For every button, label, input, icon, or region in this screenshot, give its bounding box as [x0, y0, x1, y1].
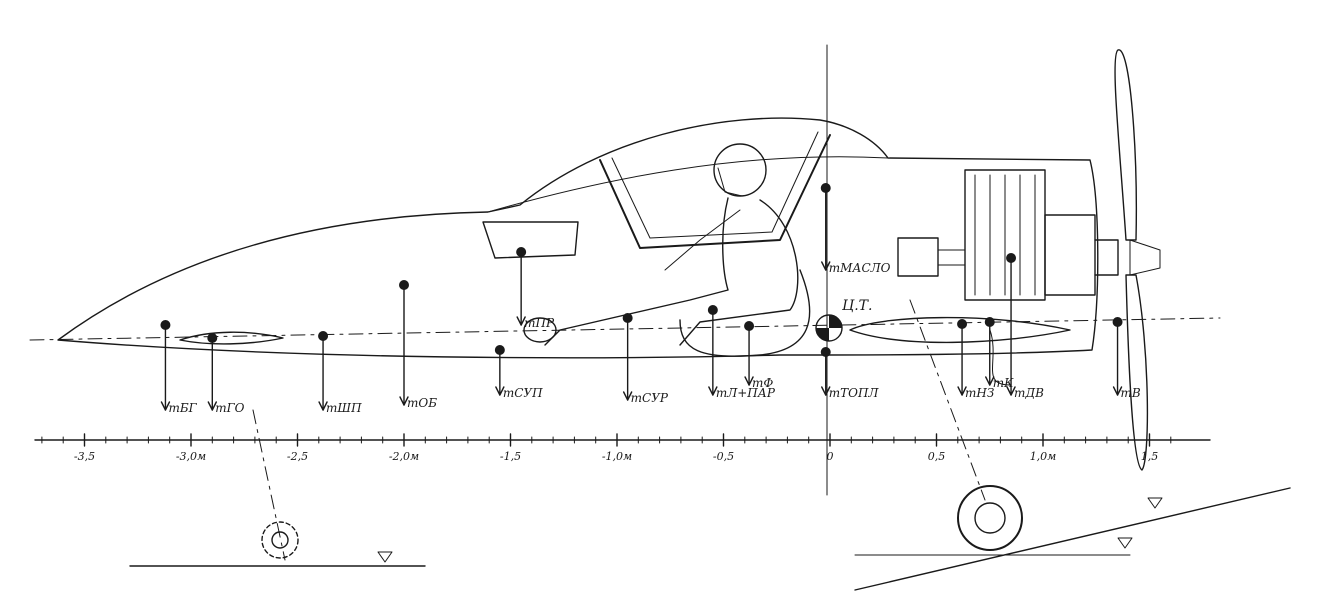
- mass-arrow-head: [821, 386, 831, 396]
- scale-tick-label: -3,5: [74, 450, 95, 463]
- mass-label: mНЗ: [965, 386, 994, 400]
- scale-tick-label: -2,5: [287, 450, 308, 463]
- scale-tick-label: -2,0м: [389, 450, 419, 463]
- mass-marker-msup: mСУП: [494, 345, 543, 400]
- mass-label: mПР: [524, 316, 555, 330]
- fuselage-outline: [57, 117, 1099, 359]
- tail-section: [179, 331, 284, 345]
- mass-arrow-head: [207, 401, 217, 411]
- mass-point: [516, 247, 527, 257]
- scale-tick-label: -1,5: [500, 450, 521, 463]
- pilot-figure: [523, 143, 799, 346]
- mass-marker-mmaslo: mМАСЛО: [820, 183, 891, 275]
- tail-wheel: [261, 521, 299, 559]
- cg-symbol: [815, 314, 843, 342]
- mass-arrow-head: [516, 316, 526, 326]
- ground-line-inclined: [854, 487, 1291, 591]
- mass-point: [494, 345, 505, 355]
- mass-marker-mpr: mПР: [516, 247, 555, 330]
- canopy-strut-inner: [611, 131, 819, 239]
- mass-marker-mob: mОБ: [399, 280, 437, 410]
- mass-arrow-head: [957, 386, 967, 396]
- mass-marker-mk: mК: [984, 317, 1014, 390]
- mass-arrow-head: [821, 261, 831, 271]
- mass-label: mСУП: [503, 386, 543, 400]
- ground-mark-2: [1117, 537, 1133, 549]
- exhaust: [989, 329, 1011, 386]
- mass-label: mБГ: [168, 401, 197, 415]
- scale-tick-label: 1,5: [1141, 450, 1159, 463]
- canopy-strut-front: [599, 134, 831, 249]
- canopy-frame: [487, 156, 889, 213]
- mass-point: [984, 317, 995, 327]
- mass-point: [399, 280, 409, 290]
- cg-label: Ц.Т.: [842, 298, 872, 314]
- mass-point: [318, 331, 329, 341]
- mass-marker-msup2: mСУР: [622, 313, 669, 405]
- mass-marker-mna: mНЗ: [957, 319, 994, 400]
- mass-arrow-head: [1006, 386, 1016, 396]
- mass-label: mСУР: [631, 391, 669, 405]
- mass-arrow-head: [1112, 386, 1123, 396]
- scale-tick-label: 1,0м: [1030, 450, 1057, 463]
- engine: [897, 169, 1161, 301]
- mass-label: mВ: [1121, 386, 1141, 400]
- mass-label: mДВ: [1014, 386, 1044, 400]
- mass-point: [820, 347, 831, 357]
- scale-tick-label: 0,5: [928, 450, 946, 463]
- mass-point: [1112, 317, 1123, 327]
- ground-mark-3: [1147, 497, 1163, 509]
- mass-arrow-head: [399, 396, 409, 406]
- mass-arrow-head: [495, 386, 505, 396]
- mass-marker-mdv: mДВ: [1006, 253, 1044, 400]
- mass-marker-mlpar: mЛ+ПАР: [707, 305, 776, 400]
- main-wheel: [957, 485, 1023, 551]
- mass-marker-mbg: mБГ: [160, 320, 198, 415]
- mass-marker-mshp: mШП: [318, 331, 362, 415]
- mass-label: mК: [993, 376, 1014, 390]
- mass-label: mОБ: [407, 396, 437, 410]
- mass-arrow-head: [622, 391, 633, 401]
- mass-label: mФ: [752, 376, 773, 390]
- scale-ticks: -3,5 -3,0м -2,5 -2,0м -1,5 -1,0м -0,5 0 0,5 1,0м 1…: [41, 433, 1172, 463]
- mass-label: mЛ+ПАР: [716, 386, 776, 400]
- wing-section: [849, 316, 1071, 344]
- mass-arrow-head: [160, 401, 171, 411]
- mass-point: [1006, 253, 1017, 263]
- instrument-panel: [482, 221, 579, 259]
- mass-marker-mtopl: mТОПЛ: [820, 347, 880, 400]
- mass-arrow-head: [318, 401, 328, 411]
- mass-marker-mgo: mГО: [207, 333, 245, 415]
- scale-tick-label: -1,0м: [602, 450, 632, 463]
- mass-arrow-head: [708, 386, 718, 396]
- propeller: [1114, 49, 1149, 471]
- mass-arrow-head: [744, 376, 754, 386]
- mass-label: mГО: [215, 401, 244, 415]
- scale-tick-label: -0,5: [713, 450, 734, 463]
- scale-tick-label: -3,0м: [176, 450, 206, 463]
- mass-marker-mf: mФ: [744, 321, 773, 390]
- mass-point: [744, 321, 755, 331]
- mass-marker-mv: mВ: [1112, 317, 1141, 400]
- tail-gear-strut: [252, 409, 286, 561]
- mass-label: mМАСЛО: [829, 261, 891, 275]
- mass-arrow-head: [985, 376, 995, 386]
- scale-tick-label: 0: [827, 450, 834, 463]
- mass-label: mШП: [326, 401, 362, 415]
- mass-point: [160, 320, 171, 330]
- seat: [679, 269, 811, 357]
- mass-point: [820, 183, 831, 193]
- mass-label: mТОПЛ: [829, 386, 880, 400]
- main-gear-strut: [909, 299, 986, 501]
- mass-point: [707, 305, 718, 315]
- ground-mark-1: [377, 551, 393, 563]
- mass-point: [622, 313, 633, 323]
- mass-point: [957, 319, 968, 329]
- mass-point: [207, 333, 218, 343]
